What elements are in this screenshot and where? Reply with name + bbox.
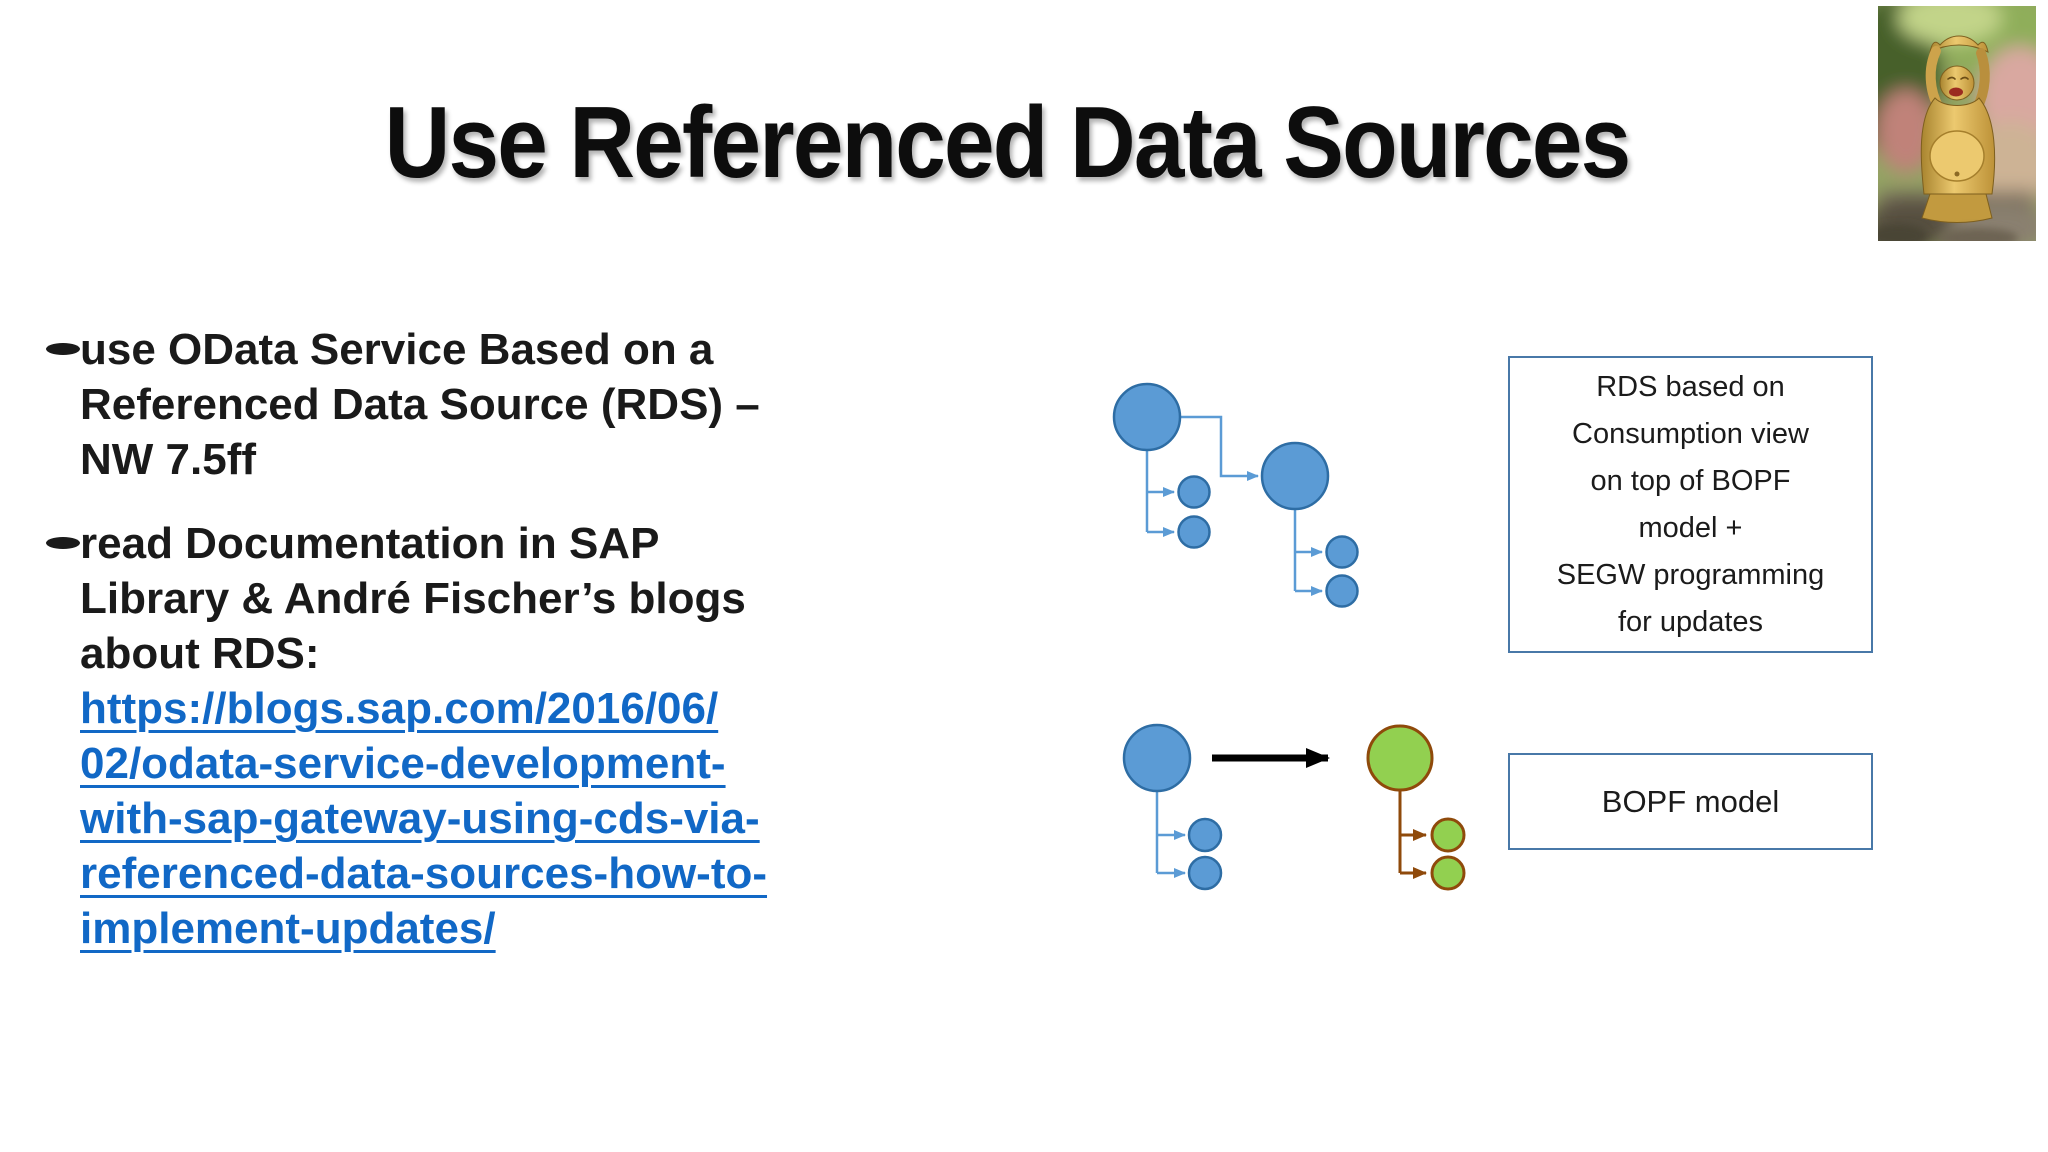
page-title: Use Referenced Data Sources — [384, 87, 1632, 199]
cds-view-tree-diagram — [1112, 382, 1359, 608]
buddha-photo — [1878, 6, 2036, 241]
rds-box-line: SEGW programming — [1556, 558, 1825, 591]
bopf-box-label: BOPF model — [1601, 783, 1780, 819]
root-node-circle — [1112, 382, 1182, 452]
bullet-line: use OData Service Based on a — [80, 325, 714, 374]
bullet-item-documentation: read Documentation in SAP Library & Andr… — [46, 516, 956, 956]
child-node-circle — [1177, 475, 1211, 509]
bullet-line: Referenced Data Source (RDS) – — [80, 380, 760, 429]
bopf-transform-diagram — [1122, 723, 1466, 891]
bullet-item-odata: use OData Service Based on a Referenced … — [46, 322, 956, 487]
link-line[interactable]: 02/odata-service-development- — [80, 739, 726, 788]
rds-box-line: RDS based on — [1596, 370, 1785, 403]
bullet-text: read Documentation in SAP Library & Andr… — [80, 516, 767, 956]
child-node-circle — [1187, 817, 1223, 853]
bullet-line: NW 7.5ff — [80, 435, 256, 484]
child-node-circle-green — [1430, 855, 1466, 891]
bullet-line: Library & André Fischer’s blogs — [80, 574, 746, 623]
child-node-circle — [1177, 515, 1211, 549]
bullet-line: about RDS: — [80, 629, 320, 678]
link-line[interactable]: with-sap-gateway-using-cds-via- — [80, 794, 760, 843]
rds-box-line: model + — [1638, 511, 1743, 544]
root-node-circle — [1260, 441, 1330, 511]
bullet-line: read Documentation in SAP — [80, 519, 660, 568]
bopf-annotation-box: BOPF model — [1508, 753, 1873, 850]
link-line[interactable]: https://blogs.sap.com/2016/06/ — [80, 684, 719, 733]
child-node-circle — [1325, 535, 1359, 569]
child-node-circle — [1325, 574, 1359, 608]
root-node-circle-green — [1366, 724, 1434, 792]
tree-connector — [1180, 415, 1259, 481]
child-node-circle — [1187, 855, 1223, 891]
bullet-dot-icon — [46, 537, 80, 549]
rds-box-line: for updates — [1617, 605, 1764, 638]
bullet-text: use OData Service Based on a Referenced … — [80, 322, 760, 487]
rds-box-line: on top of BOPF — [1590, 464, 1791, 497]
root-node-circle — [1122, 723, 1192, 793]
buddha-statue-illustration — [1878, 6, 2036, 241]
rds-annotation-box: RDS based on Consumption view on top of … — [1508, 356, 1873, 653]
bullet-list: use OData Service Based on a Referenced … — [46, 322, 956, 985]
rds-box-line: Consumption view — [1572, 417, 1809, 450]
rds-blog-link[interactable]: https://blogs.sap.com/2016/06/ 02/odata-… — [80, 681, 767, 956]
child-node-circle-green — [1430, 817, 1466, 853]
bullet-dot-icon — [46, 343, 80, 355]
link-line[interactable]: implement-updates/ — [80, 904, 496, 953]
link-line[interactable]: referenced-data-sources-how-to- — [80, 849, 768, 898]
